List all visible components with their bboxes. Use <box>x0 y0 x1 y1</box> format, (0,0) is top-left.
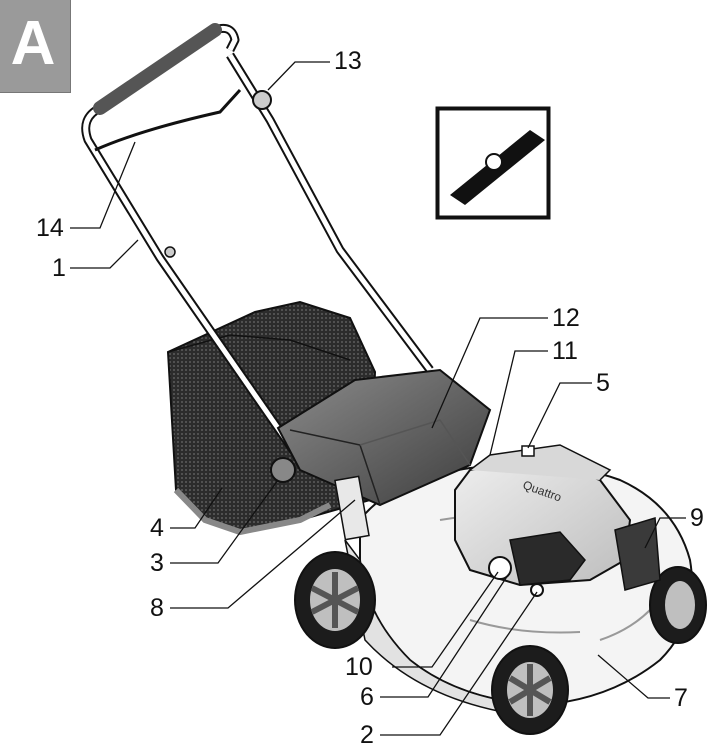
handle <box>81 23 434 463</box>
callout-2: 2 <box>360 721 374 749</box>
callout-7: 7 <box>674 684 688 712</box>
figure-badge: A <box>0 0 71 93</box>
callout-4: 4 <box>150 514 164 542</box>
callout-3: 3 <box>150 549 164 577</box>
callout-13: 13 <box>334 47 362 75</box>
leader-10 <box>392 571 499 668</box>
callout-5: 5 <box>596 369 610 397</box>
fuel-cap-icon <box>488 556 512 580</box>
leader-1 <box>70 239 139 269</box>
callout-6: 6 <box>360 683 374 711</box>
leader-4 <box>170 487 223 529</box>
height-adjust-lever <box>270 457 370 541</box>
callout-10: 10 <box>345 653 373 681</box>
rear-hood <box>276 368 492 507</box>
leader-7 <box>597 654 670 699</box>
callout-11: 11 <box>552 337 578 365</box>
oil-cap-icon <box>530 583 544 597</box>
callout-14: 14 <box>36 214 64 242</box>
leader-9 <box>644 517 686 549</box>
wheels <box>294 551 707 735</box>
leader-13 <box>267 61 330 91</box>
leader-3 <box>170 479 279 564</box>
leader-8 <box>170 499 356 609</box>
blade-icon <box>435 106 551 220</box>
leader-12 <box>431 317 548 429</box>
engine: Quattro <box>454 444 661 597</box>
leader-5 <box>527 382 592 449</box>
callout-8: 8 <box>150 594 164 622</box>
callout-labels: 13 14 1 12 11 5 9 4 3 8 10 6 7 2 <box>36 47 704 749</box>
leader-14 <box>70 141 136 229</box>
leader-6 <box>380 574 509 698</box>
front-left-wheel <box>294 551 376 649</box>
callout-1: 1 <box>52 254 66 282</box>
leader-11 <box>489 350 548 456</box>
callout-9: 9 <box>690 504 704 532</box>
leader-2 <box>380 591 538 736</box>
callout-12: 12 <box>552 304 580 332</box>
figure-badge-label: A <box>10 9 56 78</box>
rear-left-wheel <box>491 645 569 735</box>
leader-lines <box>70 61 686 736</box>
rear-right-wheel <box>649 566 707 644</box>
